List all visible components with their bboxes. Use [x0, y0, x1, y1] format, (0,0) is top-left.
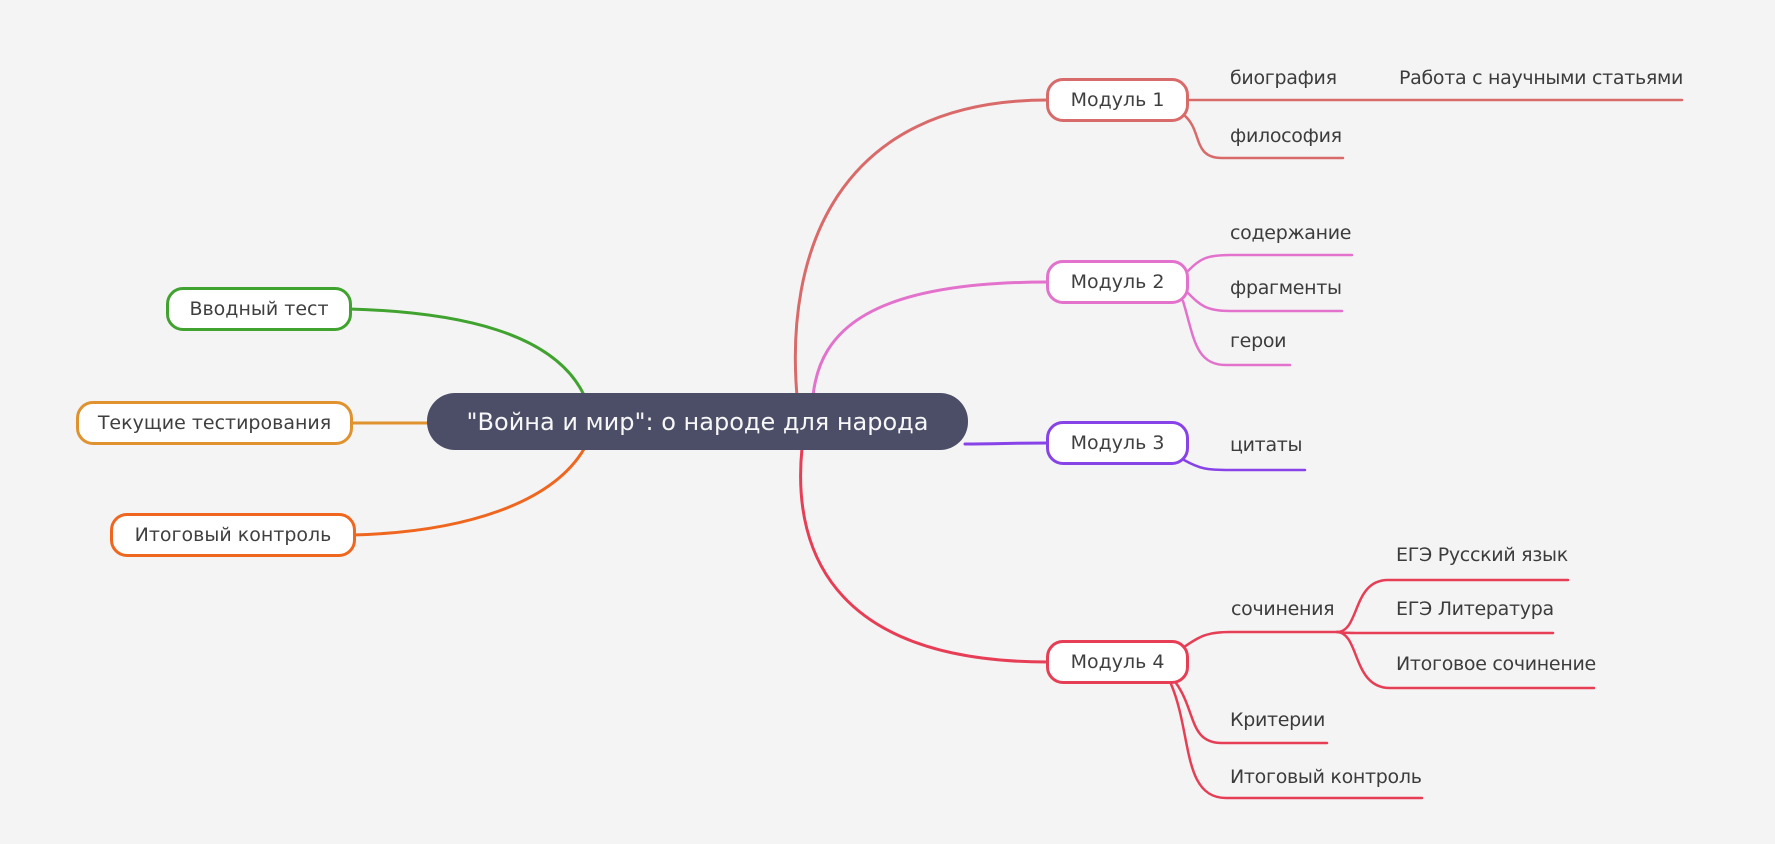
leaf-fragments[interactable]: фрагменты: [1230, 277, 1342, 299]
leaf-final-control-right[interactable]: Итоговый контроль: [1230, 766, 1422, 788]
leaf-ege-literature[interactable]: ЕГЭ Литература: [1396, 598, 1554, 620]
edge-module2-content: [1186, 253, 1354, 273]
edge-root-module2: [811, 280, 1050, 398]
leaf-ege-russian[interactable]: ЕГЭ Русский язык: [1396, 544, 1568, 566]
node-module-4-label: Модуль 4: [1070, 651, 1165, 673]
leaf-content[interactable]: содержание: [1230, 222, 1352, 244]
node-intro-test-label: Вводный тест: [189, 298, 329, 320]
root-node[interactable]: "Война и мир": о народе для народа: [427, 393, 968, 450]
node-module-3[interactable]: Модуль 3: [1046, 421, 1189, 465]
edge-module4-criteria: [1174, 681, 1329, 745]
leaf-biography[interactable]: биография: [1230, 67, 1337, 89]
edge-module3-quotes: [1182, 458, 1307, 472]
leaf-philosophy[interactable]: философия: [1230, 125, 1342, 147]
node-final-control-left-label: Итоговый контроль: [134, 524, 332, 546]
edge-essays-ege-russian: [1335, 578, 1570, 634]
node-intro-test[interactable]: Вводный тест: [166, 287, 352, 331]
leaf-final-essay[interactable]: Итоговое сочинение: [1396, 653, 1596, 675]
leaf-work-with-articles[interactable]: Работа с научными статьями: [1399, 67, 1684, 89]
edge-essays-final-essay: [1335, 630, 1596, 690]
edge-module2-fragments: [1186, 291, 1344, 313]
edge-root-final-control: [351, 447, 586, 537]
node-module-2-label: Модуль 2: [1070, 271, 1165, 293]
node-module-1-label: Модуль 1: [1070, 89, 1165, 111]
leaf-essays[interactable]: сочинения: [1231, 598, 1335, 620]
edge-root-module4: [799, 446, 1050, 664]
edge-root-intro-test: [347, 307, 586, 397]
edge-module4-final-control: [1169, 682, 1424, 800]
node-module-2[interactable]: Модуль 2: [1046, 260, 1189, 304]
node-current-tests-label: Текущие тестирования: [97, 412, 332, 434]
edge-root-module3: [963, 441, 1050, 446]
edge-module4-essays: [1182, 630, 1339, 649]
node-final-control-left[interactable]: Итоговый контроль: [110, 513, 356, 557]
leaf-criteria[interactable]: Критерии: [1230, 709, 1326, 731]
node-current-tests[interactable]: Текущие тестирования: [76, 401, 353, 445]
node-module-4[interactable]: Модуль 4: [1046, 640, 1189, 684]
edge-module2-heroes: [1181, 299, 1292, 367]
node-module-1[interactable]: Модуль 1: [1046, 78, 1189, 122]
node-module-3-label: Модуль 3: [1070, 432, 1165, 454]
leaf-heroes[interactable]: герои: [1230, 330, 1287, 352]
root-node-label: "Война и мир": о народе для народа: [466, 407, 929, 436]
leaf-quotes[interactable]: цитаты: [1230, 434, 1303, 456]
edge-module1-philosophy: [1182, 113, 1345, 160]
edge-root-module1: [793, 98, 1050, 398]
edge-essays-ege-literature: [1335, 630, 1555, 635]
